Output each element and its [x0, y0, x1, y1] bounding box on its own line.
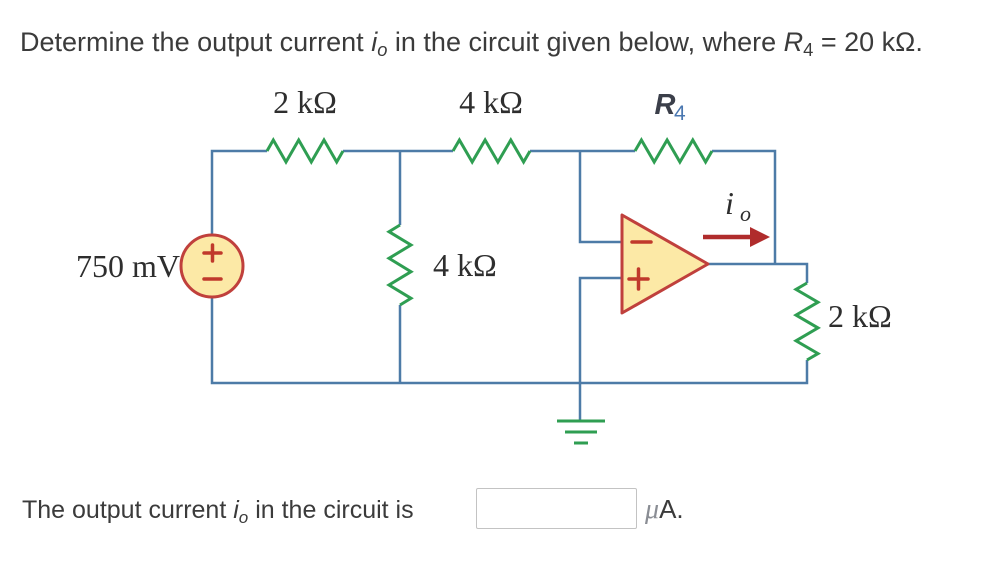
ground-icon: [557, 419, 605, 445]
question-sub-o: o: [377, 39, 388, 60]
resistor-2k-load-icon: [793, 281, 821, 362]
answer-sub-o: o: [238, 508, 249, 527]
question-part1: Determine the output current: [20, 27, 372, 57]
question-var-i: i: [371, 27, 378, 57]
wire-top-right-corner: [712, 149, 777, 264]
voltage-source-polarity: [202, 243, 223, 281]
question-sub-4: 4: [803, 39, 814, 60]
circuit-diagram: 2 kΩ 4 kΩ 4 kΩ 2 kΩ 750 mV i o R 4: [76, 84, 892, 445]
unit-ampere: A.: [659, 494, 684, 524]
circuit-wires: [210, 149, 809, 421]
resistor-4k-top-icon: [451, 137, 532, 165]
wire-top-left-corner: [210, 149, 267, 235]
opamp-icon: [620, 213, 710, 315]
answer-part2: in the circuit is: [248, 496, 414, 524]
circuit-resistors: [265, 136, 821, 362]
label-voltage-source: 750 mV: [76, 248, 180, 284]
output-current-arrow-icon: [703, 227, 770, 247]
label-r4-var: R: [655, 89, 676, 121]
voltage-source-icon: [179, 233, 245, 299]
opamp-input-signs: [627, 240, 653, 291]
wire-noninverting-input: [578, 276, 622, 421]
answer-prompt: The output current io in the circuit is: [22, 496, 414, 527]
label-output-current-sub: o: [740, 201, 751, 226]
answer-unit: μA.: [645, 494, 684, 526]
label-resistor-4k-top: 4 kΩ: [459, 84, 523, 120]
label-output-current-var: i: [725, 185, 734, 221]
question-var-r: R: [783, 27, 804, 57]
resistor-2k-top-icon: [265, 136, 345, 166]
question-text: Determine the output current io in the c…: [20, 27, 923, 60]
question-part3: = 20 kΩ.: [813, 27, 923, 57]
wire-inverting-input: [578, 151, 622, 244]
resistor-r4-icon: [633, 137, 714, 165]
label-resistor-2k-load: 2 kΩ: [828, 298, 892, 334]
answer-part1: The output current: [22, 496, 234, 524]
unit-mu: μ: [645, 494, 660, 525]
answer-var-i: i: [233, 496, 239, 524]
wire-output: [707, 262, 809, 283]
question-part2: in the circuit given below, where: [387, 27, 784, 57]
label-r4-sub: 4: [674, 102, 686, 125]
label-resistor-2k-top: 2 kΩ: [273, 84, 337, 120]
answer-input[interactable]: [476, 488, 637, 529]
resistor-4k-shunt-icon: [386, 223, 414, 307]
wire-bottom-loop: [210, 297, 809, 385]
label-resistor-4k-shunt: 4 kΩ: [433, 247, 497, 283]
